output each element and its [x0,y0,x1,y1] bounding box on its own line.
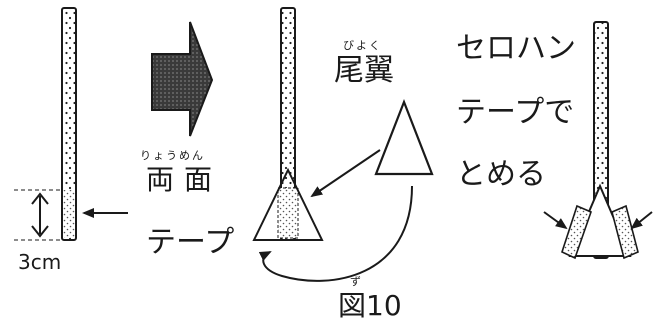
arrow-strip-left [543,211,568,230]
double-sided-label: 両面 [146,163,223,196]
fin-arrow [310,149,381,198]
cellophane-strip-right [611,204,639,260]
tape-label: テープ [146,225,235,260]
tail-fin-ruby: びよく [343,39,382,52]
curved-arrow [258,185,413,282]
length-label: 3cm [18,250,62,274]
tail-fin-label: 尾翼 [334,53,394,88]
fin-triangle [374,98,434,176]
instruction-line-2: テープで [456,95,575,130]
arrow-strip-right [630,211,653,230]
figure-label: 図10 [338,289,402,322]
measure-3cm [14,189,60,241]
instruction-line-1: セロハン [456,31,576,66]
next-step-arrow-icon [151,21,214,137]
fin-attached-triangle [252,167,324,241]
figure-ruby: ず [350,275,363,288]
double-sided-ruby: りょうめん [140,149,205,162]
cellophane-strip-left [561,204,593,260]
instruction-line-3: とめる [456,157,546,192]
stick-left [61,7,77,241]
tape-patch [277,187,299,239]
